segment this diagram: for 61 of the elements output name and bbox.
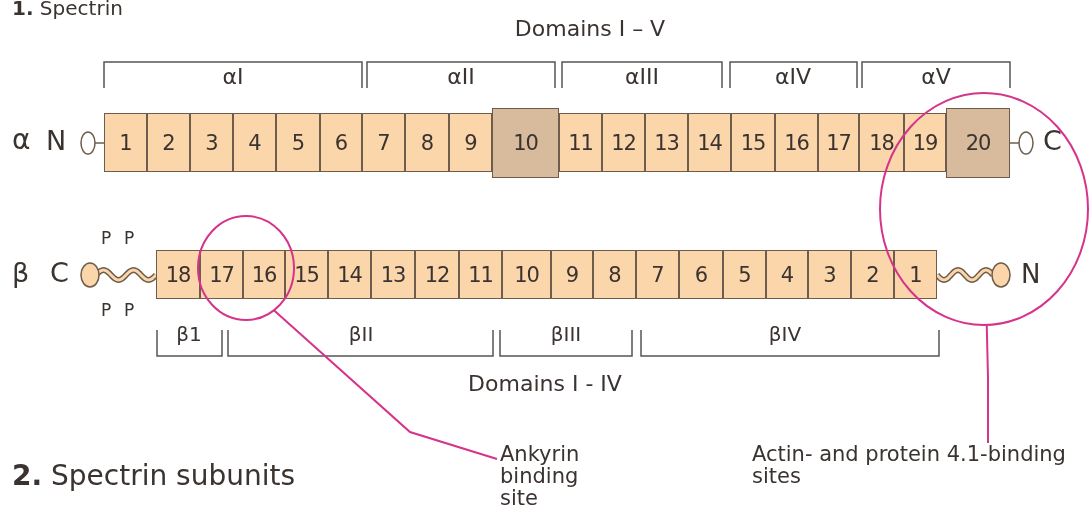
- callout-text: Actin- and protein 4.1-binding sites: [752, 443, 1082, 488]
- phosphate-label: P: [101, 302, 112, 319]
- domain-segment: 12: [602, 113, 645, 172]
- domain-segment: 7: [362, 113, 405, 172]
- domain-segment: 5: [723, 250, 766, 299]
- domain-segment: 4: [233, 113, 276, 172]
- domain-label: β1: [176, 324, 202, 344]
- domain-segment: 2: [147, 113, 190, 172]
- domain-range-label: Domains I - IV: [468, 373, 622, 395]
- section-heading: 2. Spectrin subunits: [12, 462, 296, 490]
- domain-segment: 1: [104, 113, 147, 172]
- phosphate-label: P: [124, 230, 135, 247]
- domain-label: αV: [921, 66, 951, 88]
- section-heading: 1. Spectrin: [12, 0, 123, 18]
- domain-segment: 12: [415, 250, 459, 299]
- callout-text: Ankyrin binding site: [500, 443, 620, 510]
- domain-segment: 15: [285, 250, 328, 299]
- domain-label: βIV: [768, 324, 802, 344]
- domain-segment: 10: [492, 108, 559, 178]
- domain-label: αII: [447, 66, 475, 88]
- terminus-label: C: [1043, 127, 1062, 154]
- terminus-label: N: [1021, 261, 1041, 287]
- highlight-circle: [197, 215, 295, 321]
- domain-segment: 3: [190, 113, 233, 172]
- domain-segment: 15: [731, 113, 775, 172]
- domain-segment: 8: [405, 113, 449, 172]
- domain-segment: 18: [156, 250, 200, 299]
- domain-segment: 6: [320, 113, 362, 172]
- terminus-label: N: [46, 127, 67, 154]
- domain-label: αIV: [775, 66, 811, 88]
- domain-label: βIII: [550, 324, 582, 344]
- domain-segment: 14: [328, 250, 371, 299]
- domain-segment: 13: [645, 113, 688, 172]
- domain-segment: 9: [551, 250, 593, 299]
- domain-segment: 18: [859, 113, 904, 172]
- domain-label: βII: [348, 324, 374, 344]
- chain-label: α: [12, 126, 31, 154]
- domain-segment: 4: [766, 250, 808, 299]
- domain-segment: 11: [559, 113, 602, 172]
- terminus-label: C: [50, 259, 69, 286]
- domain-segment: 3: [808, 250, 851, 299]
- leader-line: [272, 309, 498, 460]
- domain-segment: 14: [688, 113, 731, 172]
- domain-segment: 17: [818, 113, 859, 172]
- domain-segment: 6: [679, 250, 723, 299]
- phosphate-label: P: [124, 302, 135, 319]
- domain-segment: 7: [636, 250, 679, 299]
- chain-label: β: [12, 259, 30, 286]
- domain-label: αI: [222, 66, 244, 88]
- domain-segment: 2: [851, 250, 894, 299]
- domain-segment: 16: [775, 113, 818, 172]
- domain-segment: 8: [593, 250, 636, 299]
- domain-range-label: Domains I – V: [514, 18, 666, 40]
- domain-segment: 10: [502, 250, 551, 299]
- domain-segment: 11: [459, 250, 502, 299]
- domain-segment: 5: [276, 113, 320, 172]
- domain-label: αIII: [625, 66, 659, 88]
- domain-segment: 13: [371, 250, 415, 299]
- phosphate-label: P: [101, 230, 112, 247]
- leader-line: [985, 323, 989, 444]
- domain-segment: 9: [449, 113, 492, 172]
